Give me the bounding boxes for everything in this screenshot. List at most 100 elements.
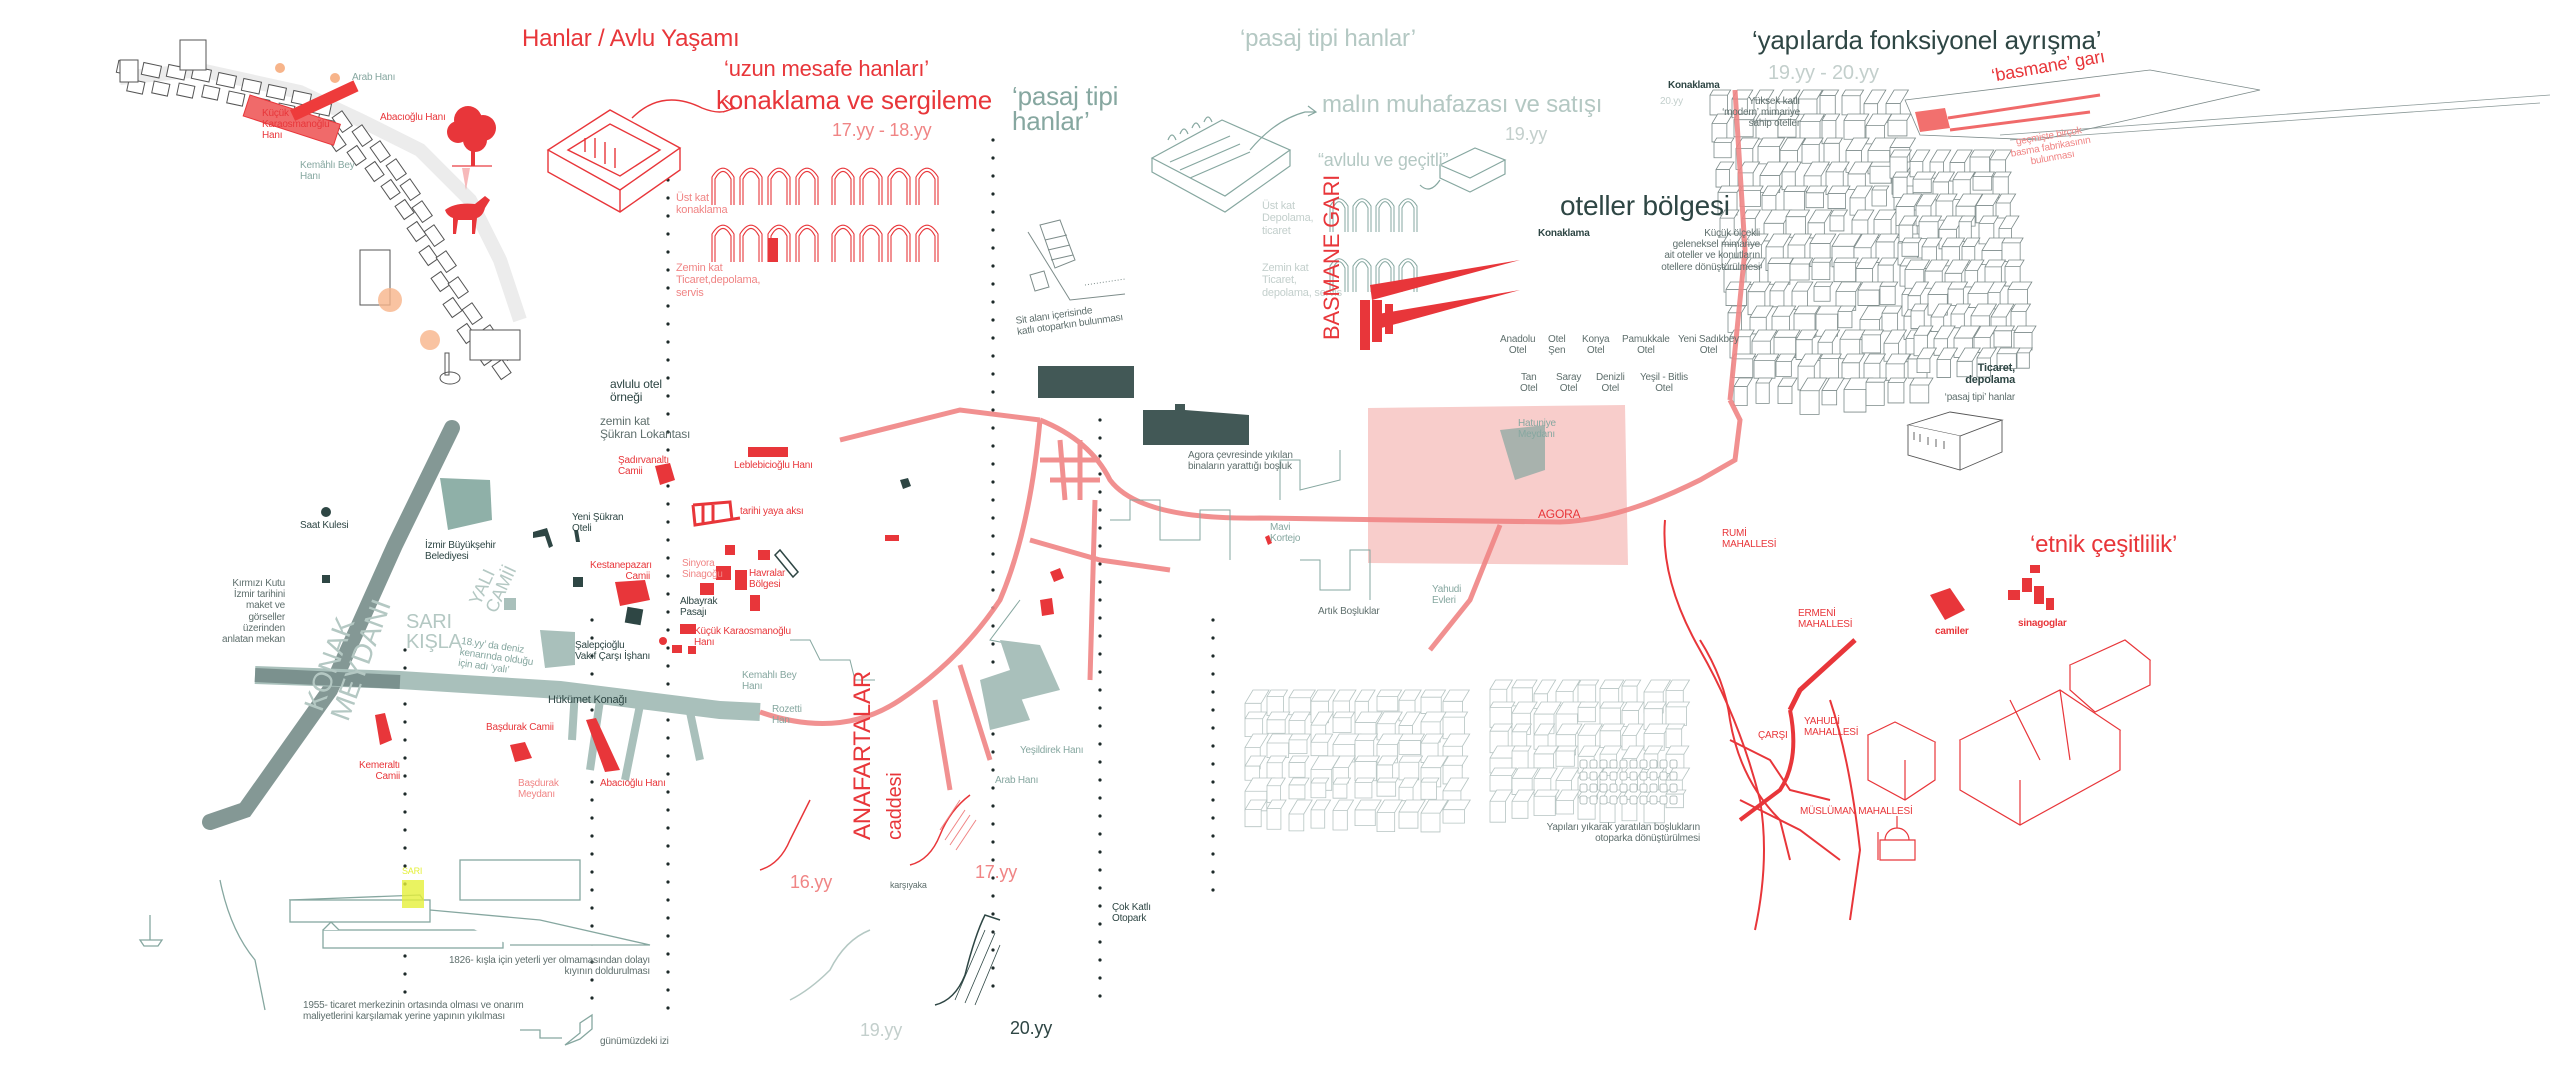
map-label-cok-katli-otopark: Çok Katlı Otopark	[1112, 902, 1151, 925]
city-block	[1805, 185, 1829, 209]
period-17-18: 17.yy - 18.yy	[832, 120, 932, 140]
label-kucuk-olcekli: Küçük ölçekli geleneksel mimariye ait ot…	[1661, 228, 1760, 273]
divider-dot	[991, 750, 995, 754]
arch	[767, 167, 791, 205]
parked-car	[1609, 783, 1618, 793]
map-label-anafartalar: ANAFARTALAR	[849, 671, 876, 840]
divider-dot	[991, 570, 995, 574]
demolished-block	[1038, 366, 1134, 398]
label-kucuk-karaosmanoglu: Küçük Karaosmanoğlu Hanı	[262, 108, 330, 142]
hotel-label: Pamukkale Otel	[1622, 334, 1670, 357]
street-building	[430, 270, 451, 293]
city-block	[1797, 89, 1824, 115]
divider-dot	[991, 174, 995, 178]
label-ust-kat-depolama: Üst kat Depolama, ticaret	[1262, 200, 1314, 237]
city-block	[2013, 325, 2037, 351]
parked-car	[1609, 795, 1618, 805]
katli-otopark-sketch	[1027, 219, 1126, 301]
divider-dot	[1098, 418, 1102, 422]
divider-dot	[666, 844, 670, 848]
arch-inner	[1332, 261, 1346, 292]
divider-dot	[1098, 580, 1102, 584]
map-label-rozetti: Rozetti Han	[772, 704, 802, 727]
ethnic-iso-buildings	[1866, 639, 2152, 861]
divider-dot	[666, 592, 670, 596]
arch-inner	[742, 227, 760, 262]
label-sari: SARI	[402, 866, 423, 876]
city-block	[1879, 281, 1899, 305]
divider-dot	[1098, 490, 1102, 494]
divider-dot	[1211, 654, 1215, 658]
parked-car	[1629, 795, 1638, 805]
city-block	[1799, 113, 1826, 140]
city-block	[1918, 215, 1943, 239]
tarihi-yaya-aksi	[691, 500, 741, 527]
tall-building	[179, 39, 207, 71]
parked-car	[1599, 795, 1608, 805]
sari-highlight	[402, 880, 424, 908]
divider-dot	[666, 934, 670, 938]
divider-dot	[991, 822, 995, 826]
divider-dot	[1211, 816, 1215, 820]
city-block	[1266, 777, 1286, 803]
divider-dot	[991, 912, 995, 916]
abacioglu-hani-block	[586, 718, 620, 772]
city-block	[1865, 377, 1888, 406]
city-block	[1993, 325, 2016, 348]
divider-dot	[1098, 670, 1102, 674]
arch-inner	[918, 227, 936, 262]
basmane-iso-city-sketch	[1709, 89, 2037, 415]
arch	[711, 224, 735, 262]
divider-dot	[666, 268, 670, 272]
heading-avlulu-gecitli: “avlulu ve geçitli”	[1318, 150, 1449, 170]
divider-dot	[666, 1006, 670, 1010]
city-block	[1354, 733, 1379, 762]
parked-car	[1579, 771, 1588, 781]
agora-demolished-block	[1143, 404, 1249, 445]
arch-inner	[1332, 201, 1346, 232]
heading-oteller-bolgesi: oteller bölgesi	[1560, 190, 1730, 221]
city-block	[1354, 777, 1376, 799]
arch-inner	[918, 170, 936, 205]
city-block	[1861, 329, 1885, 354]
parked-car	[1649, 795, 1658, 805]
arch-inner	[834, 170, 852, 205]
map-label-agora-bosluk: Agora çevresinde yıkılan binaların yarat…	[1188, 450, 1293, 473]
city-block	[1863, 353, 1887, 381]
kemeralti-map	[202, 89, 1748, 830]
arch	[711, 167, 735, 205]
divider-dot	[403, 756, 407, 760]
arch-inner	[1401, 261, 1415, 292]
city-block	[1912, 171, 1937, 194]
arch-inner	[834, 227, 852, 262]
map-label-basdurak-meydani: Başdurak Meydanı	[518, 778, 559, 801]
divider-dot	[666, 358, 670, 362]
city-block	[1288, 711, 1311, 735]
divider-dot	[403, 864, 407, 868]
divider-dot	[1098, 472, 1102, 476]
period-19: 19.yy	[1505, 124, 1548, 144]
divider-dot	[1211, 780, 1215, 784]
label-yahudi-mahallesi: YAHUDİ MAHALLESİ	[1804, 716, 1859, 739]
divider-dot	[590, 654, 594, 658]
city-block	[1354, 755, 1381, 782]
divider-dot	[590, 780, 594, 784]
divider-dot	[991, 372, 995, 376]
parked-car	[1639, 783, 1648, 793]
city-block	[1958, 215, 1976, 242]
arch	[1398, 198, 1418, 232]
city-block	[1266, 711, 1291, 734]
arch-inner	[862, 170, 880, 205]
heading-konaklama: konaklama ve sergileme	[716, 85, 992, 115]
parked-car	[1659, 759, 1668, 769]
street-building	[399, 178, 421, 202]
divider-dot	[1098, 652, 1102, 656]
map-label-hukumet: Hükümet Konağı	[548, 694, 628, 706]
city-block	[1713, 137, 1735, 159]
street-building	[447, 276, 469, 300]
label-gunumuzdeki-izi: günümüzdeki izi	[600, 1036, 669, 1047]
street-building	[240, 77, 263, 95]
divider-dot	[1211, 636, 1215, 640]
arch-inner	[1355, 201, 1369, 232]
arch	[1375, 198, 1395, 232]
